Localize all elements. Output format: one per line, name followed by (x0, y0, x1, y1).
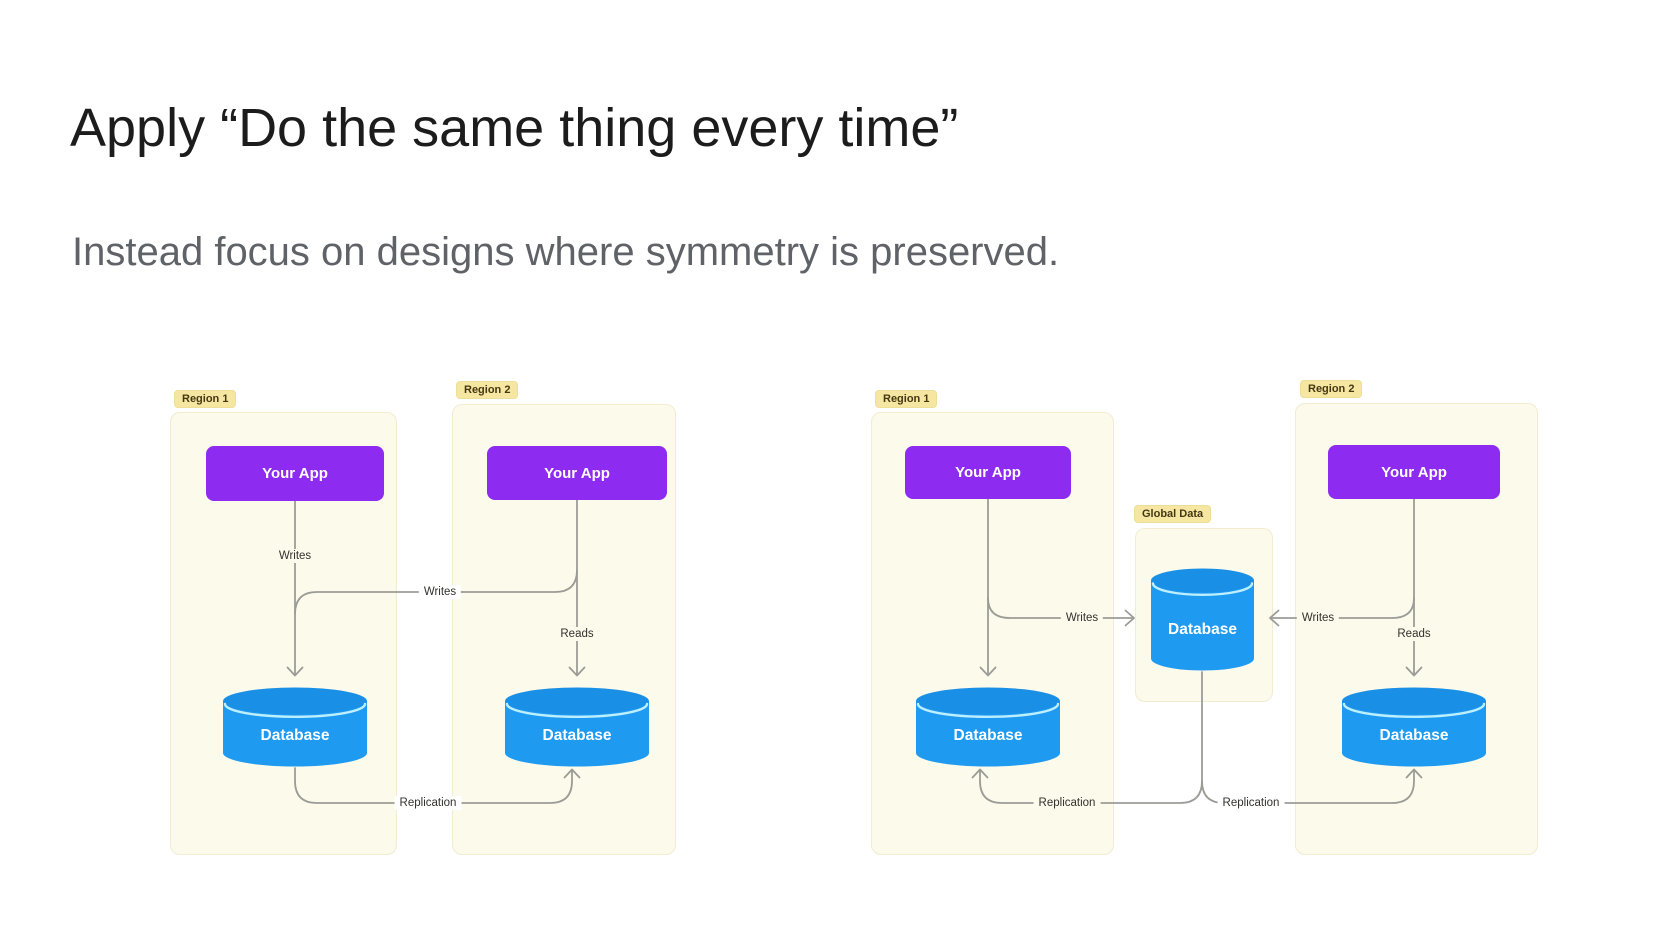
database-label: Database (1379, 726, 1449, 744)
database-label: Database (542, 726, 612, 744)
left-region-2-database: Database (504, 687, 650, 768)
edge-label-writes-region2-global: Writes (1296, 611, 1340, 625)
database-cylinder-icon (505, 687, 649, 767)
left-region-2-badge: Region 2 (456, 381, 519, 399)
app-label: Your App (955, 464, 1021, 481)
database-label: Database (260, 726, 330, 744)
right-region-2-app-box: Your App (1328, 445, 1500, 499)
database-cylinder-icon (916, 687, 1060, 767)
database-cylinder-icon (1151, 568, 1254, 671)
edge-label-writes-region1-global: Writes (1060, 611, 1104, 625)
right-region-1-app-box: Your App (905, 446, 1071, 499)
database-label: Database (953, 726, 1023, 744)
edge-label-reads-left: Reads (555, 627, 599, 641)
right-region-1-badge: Region 1 (875, 390, 938, 408)
database-label: Database (1168, 621, 1237, 639)
database-cylinder-icon (223, 687, 367, 767)
right-region-2-database: Database (1341, 687, 1487, 768)
left-region-1-badge: Region 1 (174, 390, 237, 408)
global-data-badge: Global Data (1134, 505, 1212, 523)
left-region-2-app-box: Your App (487, 446, 667, 500)
global-database: Database (1150, 568, 1255, 672)
edge-label-replication-region2: Replication (1217, 796, 1285, 810)
app-label: Your App (1381, 463, 1447, 481)
right-region-1-database: Database (915, 687, 1061, 768)
left-region-1-app-box: Your App (206, 446, 384, 501)
edge-label-writes-local: Writes (273, 549, 317, 563)
database-cylinder-icon (1342, 687, 1486, 767)
app-label: Your App (544, 464, 610, 482)
edge-label-replication-left: Replication (394, 796, 462, 810)
app-label: Your App (262, 465, 328, 482)
right-region-2-badge: Region 2 (1300, 380, 1363, 398)
edge-label-writes-cross: Writes (418, 585, 462, 599)
edge-label-reads-right: Reads (1392, 627, 1436, 641)
page-subtitle: Instead focus on designs where symmetry … (72, 230, 1060, 274)
arrowhead-right-icon (1124, 609, 1135, 627)
left-region-1-database: Database (222, 687, 368, 768)
page-title: Apply “Do the same thing every time” (70, 98, 959, 158)
edge-label-replication-region1: Replication (1033, 796, 1101, 810)
